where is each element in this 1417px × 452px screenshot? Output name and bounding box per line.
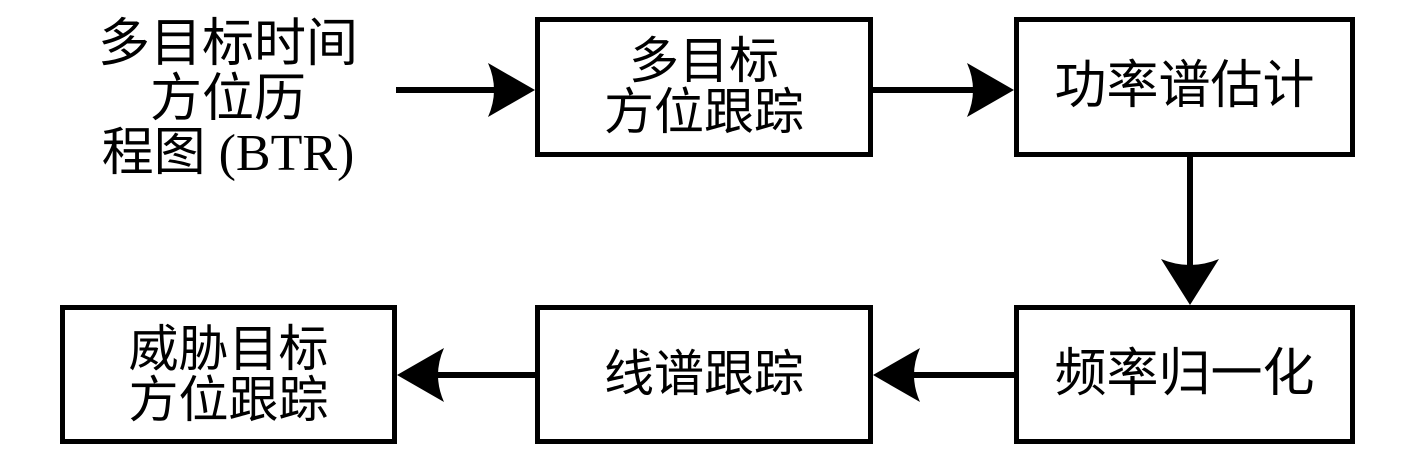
node-btr-input: 多目标时间 方位历 程图 (BTR): [78, 2, 378, 198]
edge-multi-target-to-power-spectrum: [873, 63, 1014, 117]
edge-power-spectrum-to-frequency-normalization: [1161, 157, 1219, 305]
node-threat-target-bearing-tracking-line-2: 方位跟踪: [128, 371, 329, 428]
node-power-spectrum-estimation-line-1: 功率谱估计: [1054, 58, 1315, 116]
node-multi-target-bearing-tracking-line-1: 多目标: [629, 33, 779, 89]
edge-btr-to-multi-target: [396, 63, 535, 117]
node-btr-input-line-2: 方位历: [149, 70, 306, 128]
node-multi-target-bearing-tracking-line-2: 方位跟踪: [604, 84, 804, 140]
node-line-spectrum-tracking-line-1: 线谱跟踪: [604, 346, 804, 402]
node-power-spectrum-estimation[interactable]: 功率谱估计: [1014, 17, 1355, 157]
node-frequency-normalization[interactable]: 频率归一化: [1014, 305, 1355, 444]
node-btr-input-line-1: 多目标时间: [97, 16, 358, 74]
edge-frequency-normalization-to-line-spectrum: [873, 348, 1014, 402]
node-threat-target-bearing-tracking[interactable]: 威胁目标 方位跟踪: [60, 305, 397, 444]
node-line-spectrum-tracking[interactable]: 线谱跟踪: [535, 305, 873, 444]
node-threat-target-bearing-tracking-line-1: 威胁目标: [128, 320, 329, 377]
node-frequency-normalization-line-1: 频率归一化: [1054, 345, 1315, 403]
edge-line-spectrum-to-threat-target: [397, 348, 535, 402]
node-btr-input-line-3: 程图 (BTR): [101, 125, 355, 183]
node-multi-target-bearing-tracking[interactable]: 多目标 方位跟踪: [535, 17, 873, 157]
